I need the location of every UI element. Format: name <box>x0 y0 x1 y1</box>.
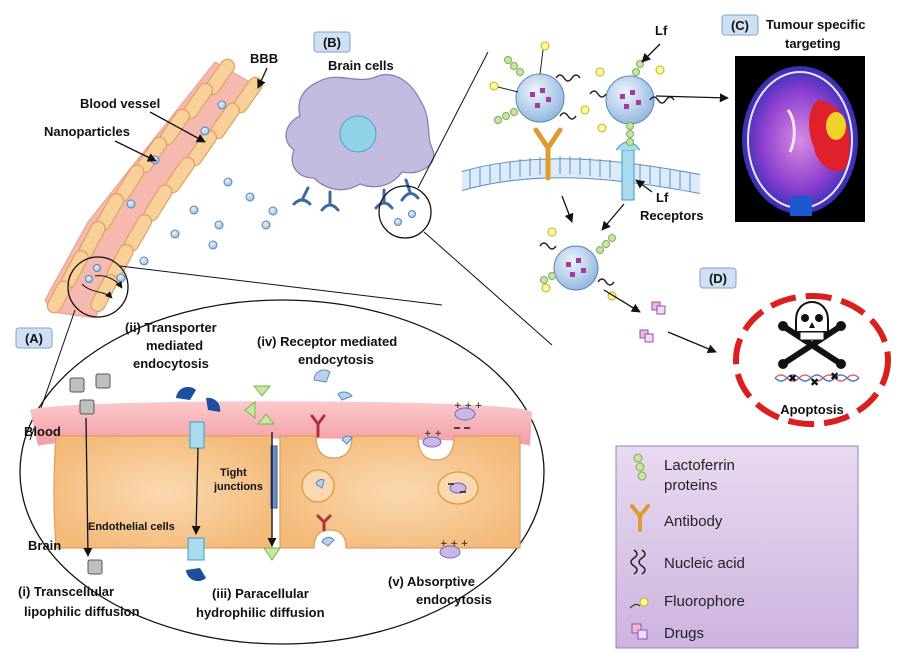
lf-label: Lf <box>655 23 668 38</box>
tight-junctions-label-1: Tight <box>220 467 247 479</box>
svg-text:+ + +: + + + <box>454 401 482 411</box>
route-i-label-1: (i) Transcellular <box>18 584 114 599</box>
apoptosis-label: Apoptosis <box>780 402 844 417</box>
brain-cell-zoom-circle <box>378 51 553 346</box>
svg-text:✖: ✖ <box>830 370 839 383</box>
lf-receptors-label-2: Receptors <box>640 208 704 223</box>
lf-receptors-label-1: Lf <box>656 190 669 205</box>
transporter-route <box>176 386 221 582</box>
endothelial-label: Endothelial cells <box>88 521 175 533</box>
drugs-icon <box>631 623 648 640</box>
nucleic-acid-icon <box>630 549 646 575</box>
legend-fluorophore: Fluorophore <box>664 593 745 610</box>
targeted-nanoparticle-2 <box>589 60 675 146</box>
route-ii-label-1: (ii) Transporter <box>125 320 217 335</box>
svg-text:(B): (B) <box>323 35 341 50</box>
svg-text:(D): (D) <box>709 271 727 286</box>
route-iii-label-1: (iii) Paracellular <box>212 586 309 601</box>
route-i-label-2: lipophilic diffusion <box>24 604 140 619</box>
panel-b-tag: (B) <box>313 31 351 53</box>
svg-text:✖: ✖ <box>810 376 819 389</box>
released-drugs <box>639 301 666 343</box>
lactoferrin-icon <box>633 453 647 481</box>
brain-scan-image <box>735 56 865 222</box>
legend-antibody: Antibody <box>664 513 723 530</box>
hydrophilic-molecules <box>244 385 281 561</box>
legend-nucleic-acid: Nucleic acid <box>664 555 745 572</box>
route-iii-label-2: hydrophilic diffusion <box>196 605 325 620</box>
brain-cell <box>285 74 435 212</box>
apoptosis-cell: ✖ ✖ ✖ <box>733 293 891 427</box>
blood-label: Blood <box>24 424 61 439</box>
nanoparticles-label: Nanoparticles <box>44 124 130 139</box>
panel-a-tag: (A) <box>15 327 53 349</box>
brain-cells-label: Brain cells <box>328 58 394 73</box>
route-iv-label-2: endocytosis <box>298 352 374 367</box>
brain-label: Brain <box>28 538 61 553</box>
panel-d-tag: (D) <box>699 267 737 289</box>
tumour-label-1: Tumour specific <box>766 17 865 32</box>
cationic-molecules: + + + + + + + + <box>422 401 482 559</box>
legend-drugs: Drugs <box>664 625 704 642</box>
legend-box: Lactoferrin proteins Antibody Nucleic ac… <box>615 445 859 649</box>
route-v-label-2: endocytosis <box>416 592 492 607</box>
receptor-route <box>310 369 353 547</box>
route-iv-label-1: (iv) Receptor mediated <box>257 334 397 349</box>
legend-lactoferrin-2: proteins <box>664 477 717 494</box>
svg-text:+ +: + + <box>424 429 442 439</box>
antibody-icon <box>630 504 650 532</box>
legend-lactoferrin-1: Lactoferrin <box>664 457 735 474</box>
skull-icon <box>778 301 846 369</box>
tight-junctions-label-2: junctions <box>213 481 263 493</box>
svg-text:(A): (A) <box>25 331 43 346</box>
lipophilic-molecules <box>69 373 111 575</box>
blood-vessel-label: Blood vessel <box>80 96 160 111</box>
panel-c-tag: (C) <box>721 14 759 36</box>
dna-strand: ✖ ✖ ✖ <box>774 370 860 389</box>
fluorophore-icon <box>629 597 649 609</box>
route-ii-label-3: endocytosis <box>133 356 209 371</box>
route-ii-label-2: mediated <box>146 338 203 353</box>
tumour-label-2: targeting <box>785 36 841 51</box>
svg-text:✖: ✖ <box>788 372 797 385</box>
endothelial-layer <box>30 401 532 549</box>
bbb-zoom-ellipse <box>19 299 545 645</box>
bbb-label: BBB <box>250 51 278 66</box>
lipid-membrane <box>461 127 701 201</box>
blood-vessel <box>44 58 264 319</box>
targeted-nanoparticle-1 <box>489 41 590 124</box>
route-v-label-1: (v) Absorptive <box>388 574 475 589</box>
svg-text:(C): (C) <box>731 18 749 33</box>
svg-text:+ + +: + + + <box>440 539 468 549</box>
internalised-nanoparticle <box>539 227 617 301</box>
